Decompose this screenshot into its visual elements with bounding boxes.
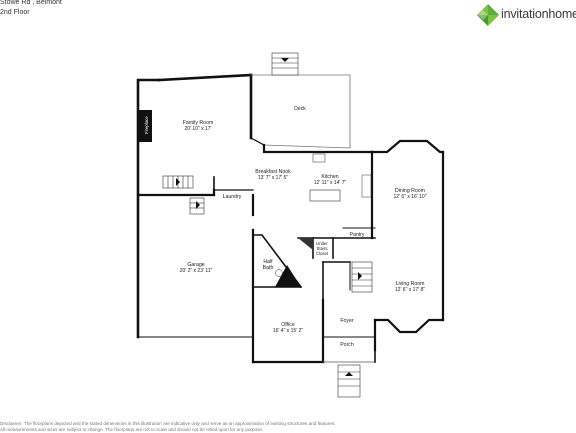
under-stairs-label-2: Stairs	[317, 246, 328, 251]
under-stairs-label-3: Closet	[316, 251, 329, 256]
half-bath-label-1: Half	[263, 259, 273, 265]
under-stair-area	[275, 265, 301, 287]
living-room-dims: 12' 6" x 17' 8"	[395, 287, 425, 293]
disclaimer-line-1: Disclaimer: The floorplans depicted and …	[0, 421, 336, 426]
brand-name: invitationhomes	[501, 7, 576, 21]
family-room-dims: 20' 10" x 17'	[184, 126, 211, 132]
floor-label: 2nd Floor	[0, 9, 30, 16]
family-room-label: Family Room	[183, 120, 214, 126]
stairs	[162, 52, 373, 398]
breakfast-nook-dims: 13' 7" x 17' 5"	[258, 175, 288, 181]
brand-logo: invitationhomes	[476, 4, 576, 26]
deck-label: Deck	[294, 106, 306, 112]
garage-dims: 20' 2" x 23' 11"	[180, 268, 213, 274]
kitchen-dims: 12' 11" x 14' 7"	[314, 180, 347, 186]
garage-label: Garage	[187, 262, 204, 268]
disclaimer-line-2: All measurements and sizes are subject t…	[0, 427, 264, 432]
office-dims: 16' 4" x 15' 2"	[273, 328, 303, 334]
family-room-wall	[136, 78, 161, 339]
porch-label: Porch	[340, 342, 354, 348]
kitchen-label: Kitchen	[321, 174, 338, 180]
foyer-label: Foyer	[340, 318, 354, 324]
family-room-top-wall	[157, 73, 253, 82]
laundry-label: Laundry	[223, 194, 242, 200]
living-room-label: Living Room	[396, 281, 425, 287]
dining-room-dims: 12' 6" x 16' 10"	[394, 194, 427, 200]
under-stairs-label-1: Under	[316, 241, 328, 246]
dining-room-label: Dining Room	[395, 188, 425, 194]
office-label: Office	[281, 322, 295, 328]
half-bath-label-2: Bath	[263, 265, 274, 271]
disclaimer: Disclaimer: The floorplans depicted and …	[0, 421, 576, 433]
diamond-logo-icon	[477, 4, 499, 26]
breakfast-nook-label: Breakfast Nook	[255, 169, 291, 175]
address-line-1: Stowe Rd , Belmont	[0, 0, 62, 6]
fireplace-label: Fireplace	[144, 116, 149, 134]
fireplace-box	[139, 110, 152, 142]
address-header: Stowe Rd , Belmont 2nd Floor	[0, 0, 62, 18]
pantry-label: Pantry	[350, 232, 365, 238]
stair-arrows	[176, 58, 362, 376]
kitchen-island	[309, 189, 341, 202]
